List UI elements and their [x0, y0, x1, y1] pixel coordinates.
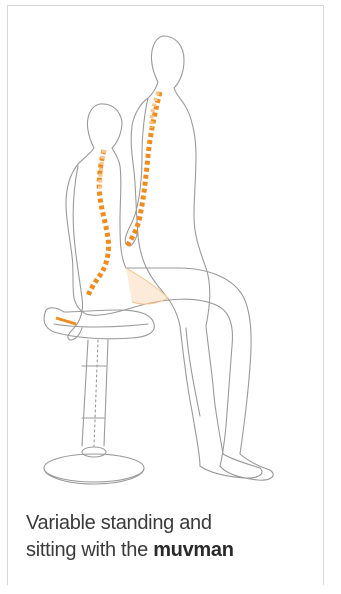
- stool-seat: [44, 308, 154, 339]
- content-card: Variable standing and sitting with the m…: [7, 5, 324, 585]
- seated-figure: [66, 104, 273, 480]
- posture-illustration: [8, 6, 323, 496]
- caption-line-1: Variable standing and: [26, 510, 316, 537]
- caption: Variable standing and sitting with the m…: [26, 510, 316, 564]
- standing-figure: [125, 36, 262, 478]
- caption-line-2: sitting with the muvman: [26, 537, 316, 564]
- caption-line-2-prefix: sitting with the: [26, 539, 153, 561]
- spine-seated: [56, 150, 168, 324]
- stool-base: [44, 447, 144, 484]
- stool-column: [82, 340, 108, 446]
- brand-name: muvman: [153, 539, 233, 561]
